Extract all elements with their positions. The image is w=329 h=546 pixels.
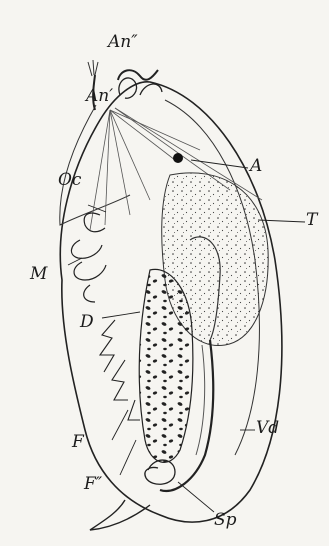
thoracic-legs xyxy=(100,320,140,420)
eye-dot xyxy=(173,153,183,163)
label-oc: Oc xyxy=(58,172,81,189)
label-an-prime: An′ xyxy=(86,88,113,105)
label-a: A xyxy=(250,158,262,175)
gut-region xyxy=(139,269,193,462)
label-sp: Sp xyxy=(214,512,237,529)
label-vd: Vd xyxy=(256,420,279,437)
furca-claw xyxy=(90,500,150,530)
vas-deferens-inner xyxy=(196,345,205,455)
label-d: D xyxy=(80,314,94,331)
antenna-2b-loop xyxy=(140,84,162,95)
antenna-1-bristles xyxy=(88,60,98,76)
mouth-appendages xyxy=(71,213,106,302)
label-m: M xyxy=(30,266,47,283)
label-an-double-prime: An″ xyxy=(108,34,138,51)
head-region xyxy=(60,105,130,225)
label-t: T xyxy=(306,212,317,229)
label-f-double-prime: F″ xyxy=(84,476,102,493)
label-f: F xyxy=(72,434,84,451)
spermatophore xyxy=(145,460,175,484)
